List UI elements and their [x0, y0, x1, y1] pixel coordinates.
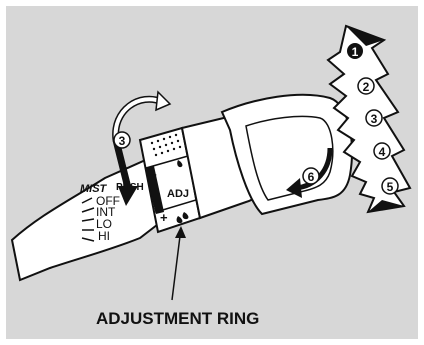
svg-text:3: 3	[119, 134, 126, 148]
push-label: PUSH	[116, 182, 144, 193]
hi-label: HI	[98, 229, 110, 243]
callout-3: 3	[366, 110, 382, 126]
callout-3-twist: 3	[114, 132, 130, 148]
callout-4: 4	[374, 143, 390, 159]
svg-text:3: 3	[371, 112, 378, 126]
callout-2: 2	[358, 78, 374, 94]
svg-text:2: 2	[363, 80, 370, 94]
svg-text:6: 6	[308, 170, 315, 184]
svg-text:1: 1	[352, 45, 359, 59]
adjustment-ring-caption: ADJUSTMENT RING	[96, 309, 259, 328]
svg-text:5: 5	[387, 180, 394, 194]
callout-6: 6	[303, 168, 319, 184]
callout-5: 5	[382, 178, 398, 194]
callout-1: 1	[347, 43, 363, 59]
ring-plus-label: +	[160, 210, 168, 225]
ring-adj-label: ADJ	[167, 188, 189, 200]
svg-text:4: 4	[379, 145, 386, 159]
ring-minus-label: –	[150, 167, 157, 181]
